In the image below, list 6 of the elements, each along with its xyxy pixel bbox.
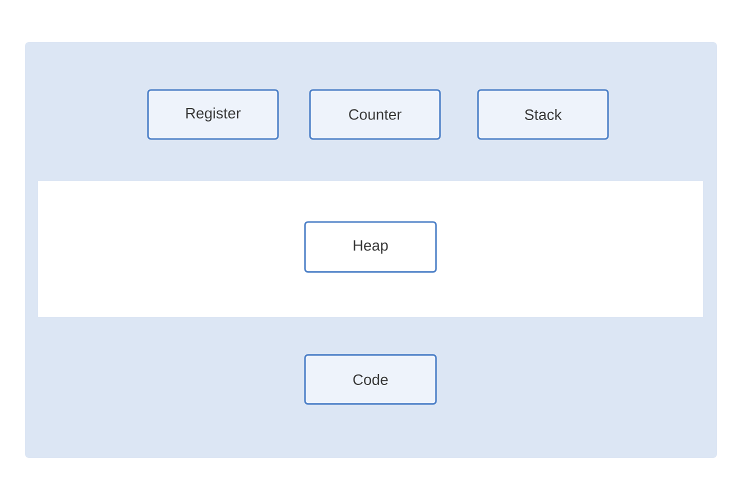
memory-box: Heap xyxy=(304,221,437,273)
memory-box: Register xyxy=(147,89,279,140)
memory-box: Stack xyxy=(477,89,609,140)
memory-box: Counter xyxy=(309,89,441,140)
memory-band xyxy=(38,181,703,317)
memory-box: Code xyxy=(304,354,437,405)
